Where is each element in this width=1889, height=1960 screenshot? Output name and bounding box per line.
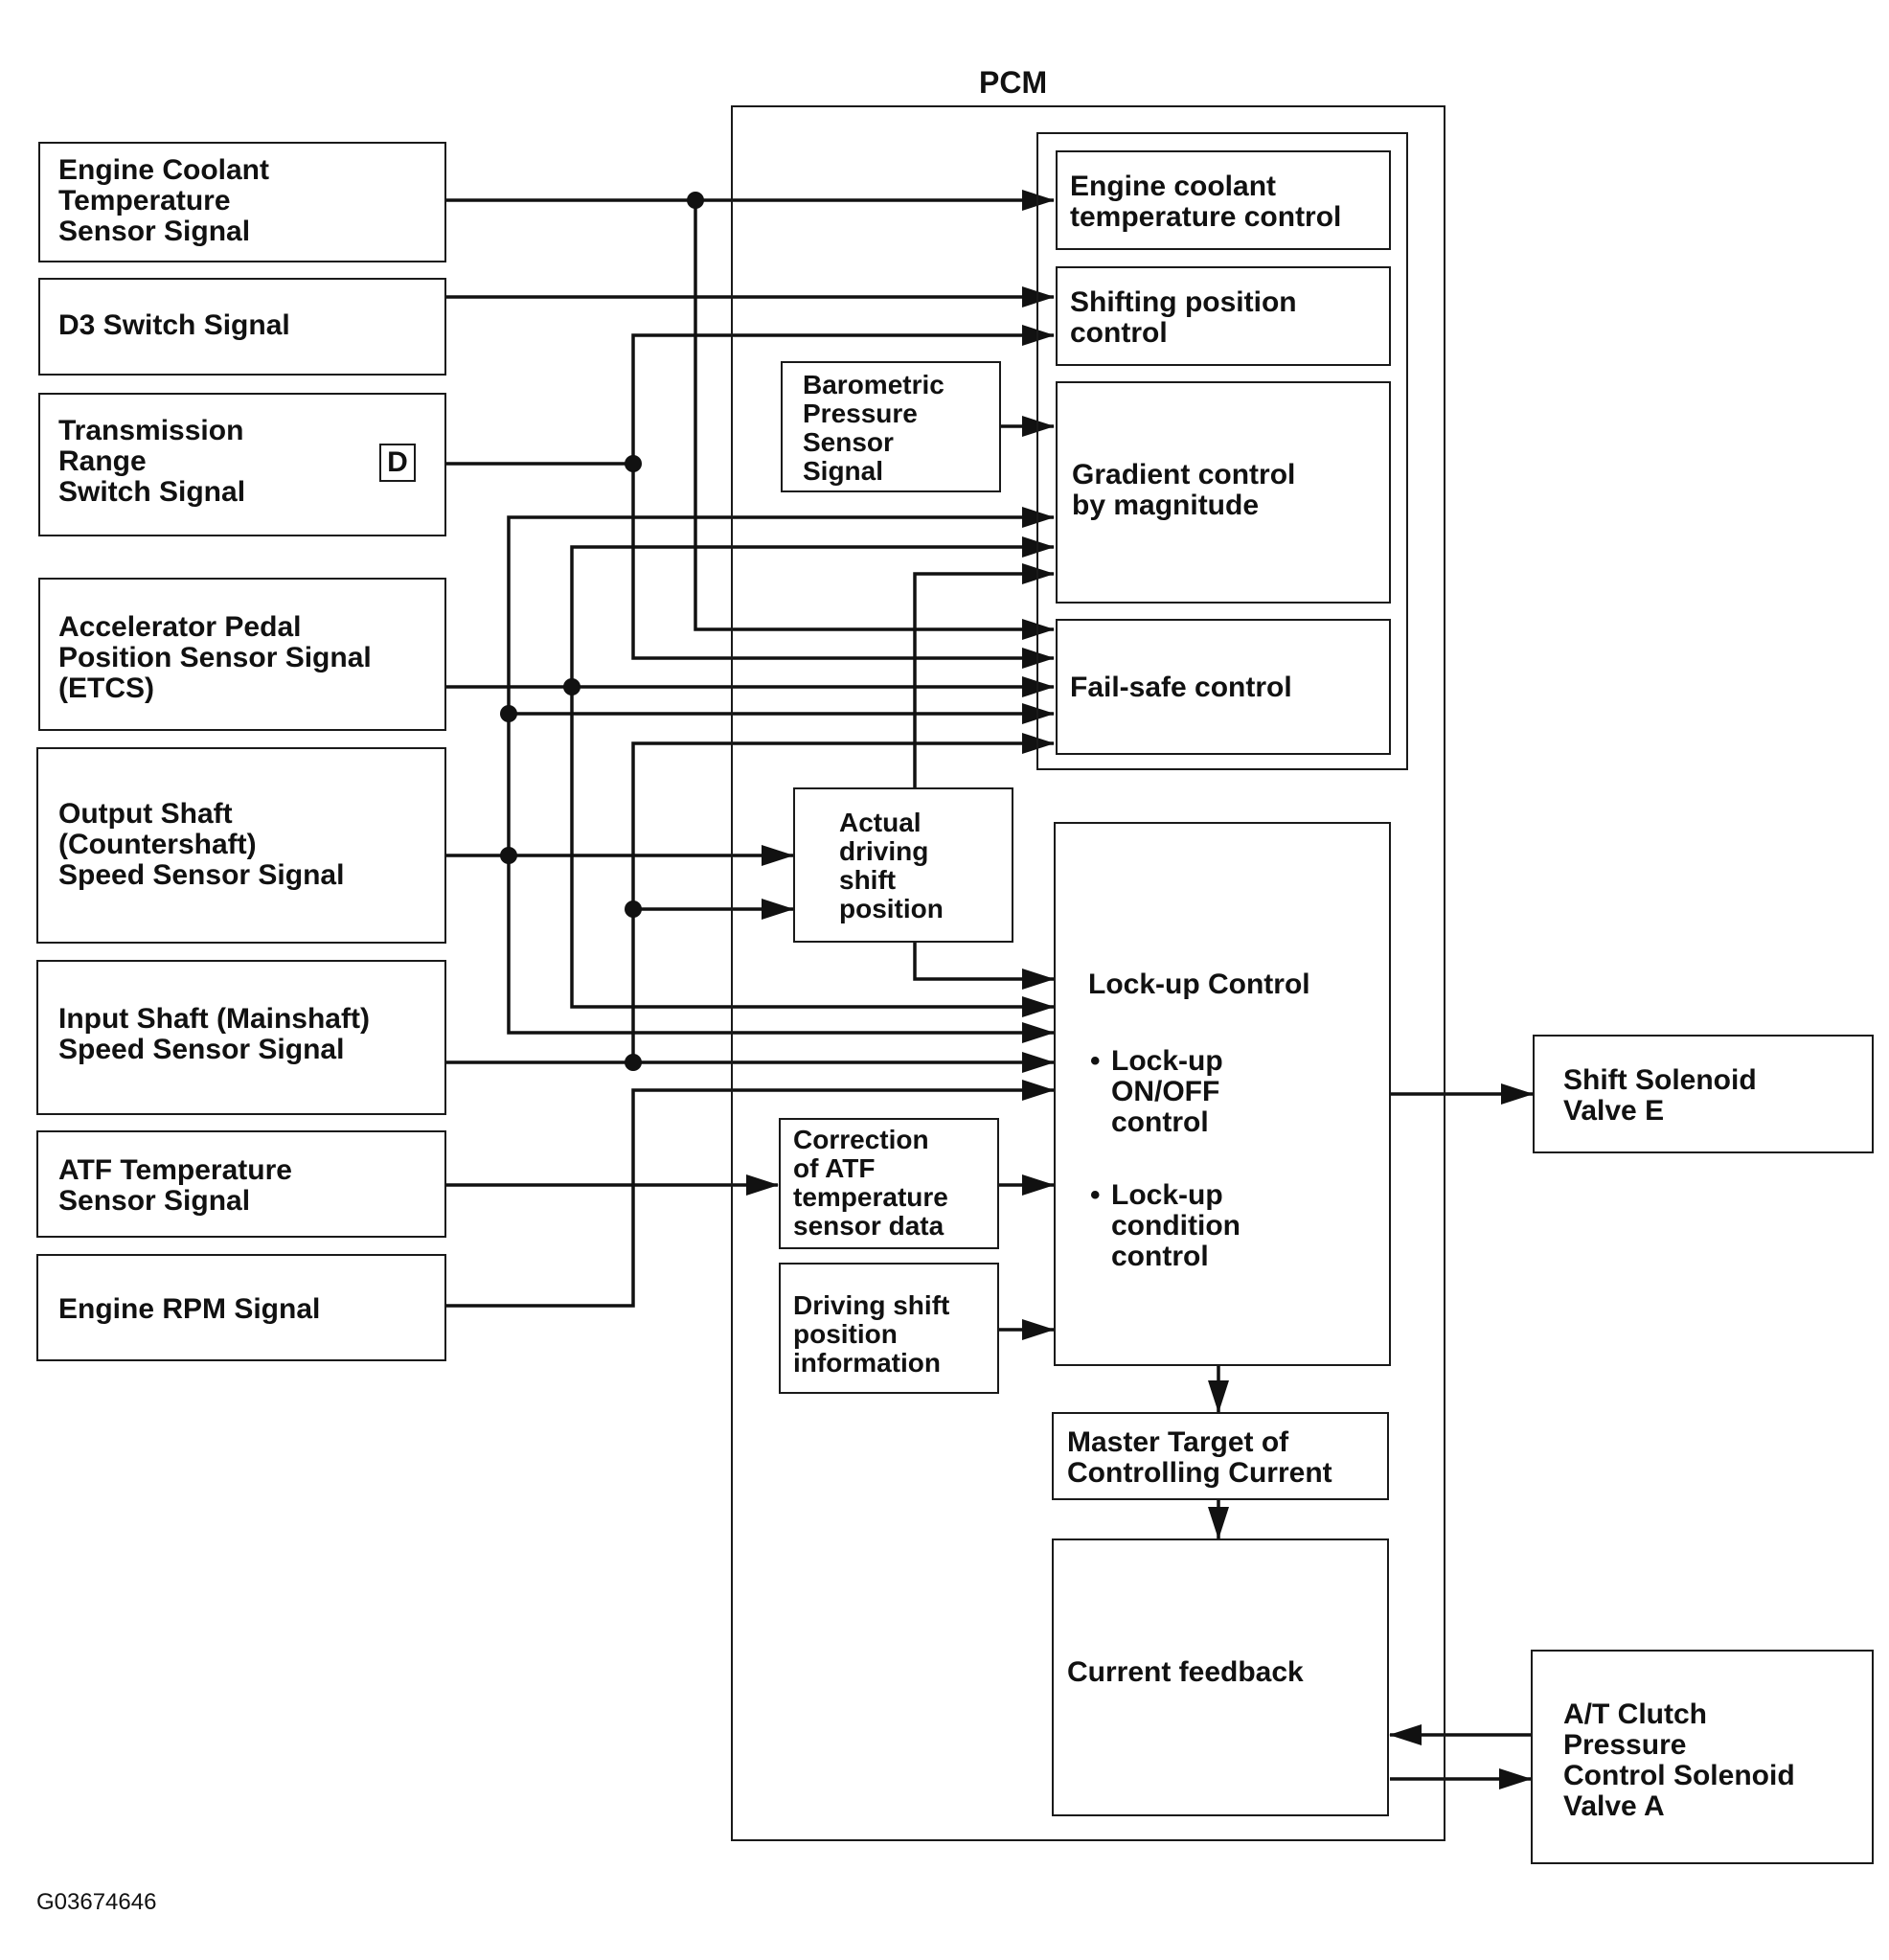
failsafe-control-box: Fail-safe control [1056,619,1391,755]
gradient-control-label: Gradient control by magnitude [1072,459,1296,521]
input-oss-label: Output Shaft (Countershaft) Speed Sensor… [58,798,345,891]
baro-sensor-label: Barometric Pressure Sensor Signal [803,370,944,486]
input-d3-box: D3 Switch Signal [38,278,446,376]
baro-sensor-box: Barometric Pressure Sensor Signal [781,361,1001,492]
junction-dot [563,678,580,695]
input-atf-label: ATF Temperature Sensor Signal [58,1154,292,1217]
ect-control-label: Engine coolant temperature control [1070,171,1342,233]
wire-oss-lockup [507,855,1055,1043]
control-group-frame [1036,132,1408,770]
atc-solenoid-a-box: A/T Clutch Pressure Control Solenoid Val… [1531,1650,1874,1864]
pcm-title: PCM [979,65,1048,100]
input-tr-box: Transmission Range Switch Signal D [38,393,446,536]
lockup-control-title: Lock-up Control [1088,969,1310,1000]
input-ect-box: Engine Coolant Temperature Sensor Signal [38,142,446,262]
lockup-onoff-item: Lock-up ON/OFF control [1088,1046,1240,1138]
gradient-control-box: Gradient control by magnitude [1056,381,1391,604]
junction-dot [625,455,642,472]
atf-correction-label: Correction of ATF temperature sensor dat… [793,1125,948,1241]
shift-position-control-box: Shifting position control [1056,266,1391,366]
wire-oss-up [507,507,1055,855]
figure-code: G03674646 [36,1889,157,1915]
input-app-box: Accelerator Pedal Position Sensor Signal… [38,578,446,731]
current-feedback-label: Current feedback [1067,1656,1304,1688]
pcm-frame [731,105,1445,1841]
d-position-badge: D [379,444,416,482]
master-target-box: Master Target of Controlling Current [1052,1412,1389,1500]
input-app-label: Accelerator Pedal Position Sensor Signal… [58,611,372,704]
master-target-label: Master Target of Controlling Current [1067,1426,1332,1489]
input-ect-label: Engine Coolant Temperature Sensor Signal [58,154,269,247]
junction-dot [500,705,517,722]
lockup-control-box: Lock-up Control Lock-up ON/OFF control L… [1054,822,1391,1366]
input-d3-label: D3 Switch Signal [58,309,290,341]
junction-dot [500,847,517,864]
input-oss-box: Output Shaft (Countershaft) Speed Sensor… [36,747,446,944]
actual-shift-position-box: Actual driving shift position [793,787,1013,943]
junction-dot [625,900,642,918]
atc-solenoid-a-label: A/T Clutch Pressure Control Solenoid Val… [1563,1698,1795,1822]
ect-control-box: Engine coolant temperature control [1056,150,1391,250]
input-iss-box: Input Shaft (Mainshaft) Speed Sensor Sig… [36,960,446,1115]
input-atf-box: ATF Temperature Sensor Signal [36,1130,446,1238]
actual-shift-position-label: Actual driving shift position [839,808,944,923]
input-rpm-label: Engine RPM Signal [58,1293,321,1325]
wire-ect-branch [694,200,1055,640]
shift-solenoid-e-label: Shift Solenoid Valve E [1563,1064,1757,1127]
input-iss-label: Input Shaft (Mainshaft) Speed Sensor Sig… [58,1003,370,1065]
failsafe-control-label: Fail-safe control [1070,672,1292,703]
shift-solenoid-e-box: Shift Solenoid Valve E [1533,1035,1874,1153]
wire-app-lockup [570,687,1055,1017]
wire-tr-up [631,325,1055,464]
junction-dot [687,192,704,209]
input-tr-label: Transmission Range Switch Signal [58,415,246,508]
wire-rpm [446,1080,1055,1308]
driving-info-box: Driving shift position information [779,1263,999,1394]
junction-dot [625,1054,642,1071]
driving-info-label: Driving shift position information [793,1290,950,1378]
wire-actual-down [913,942,1055,990]
lockup-control-list: Lock-up ON/OFF control Lock-up condition… [1088,1015,1240,1303]
shift-position-control-label: Shifting position control [1070,286,1297,349]
input-rpm-box: Engine RPM Signal [36,1254,446,1361]
wire-app-branch [570,536,1055,687]
lockup-condition-item: Lock-up condition control [1088,1180,1240,1272]
wire-actual-up [913,563,1055,787]
atf-correction-box: Correction of ATF temperature sensor dat… [779,1118,999,1249]
current-feedback-box: Current feedback [1052,1538,1389,1816]
d-position-icon: D [372,439,423,490]
